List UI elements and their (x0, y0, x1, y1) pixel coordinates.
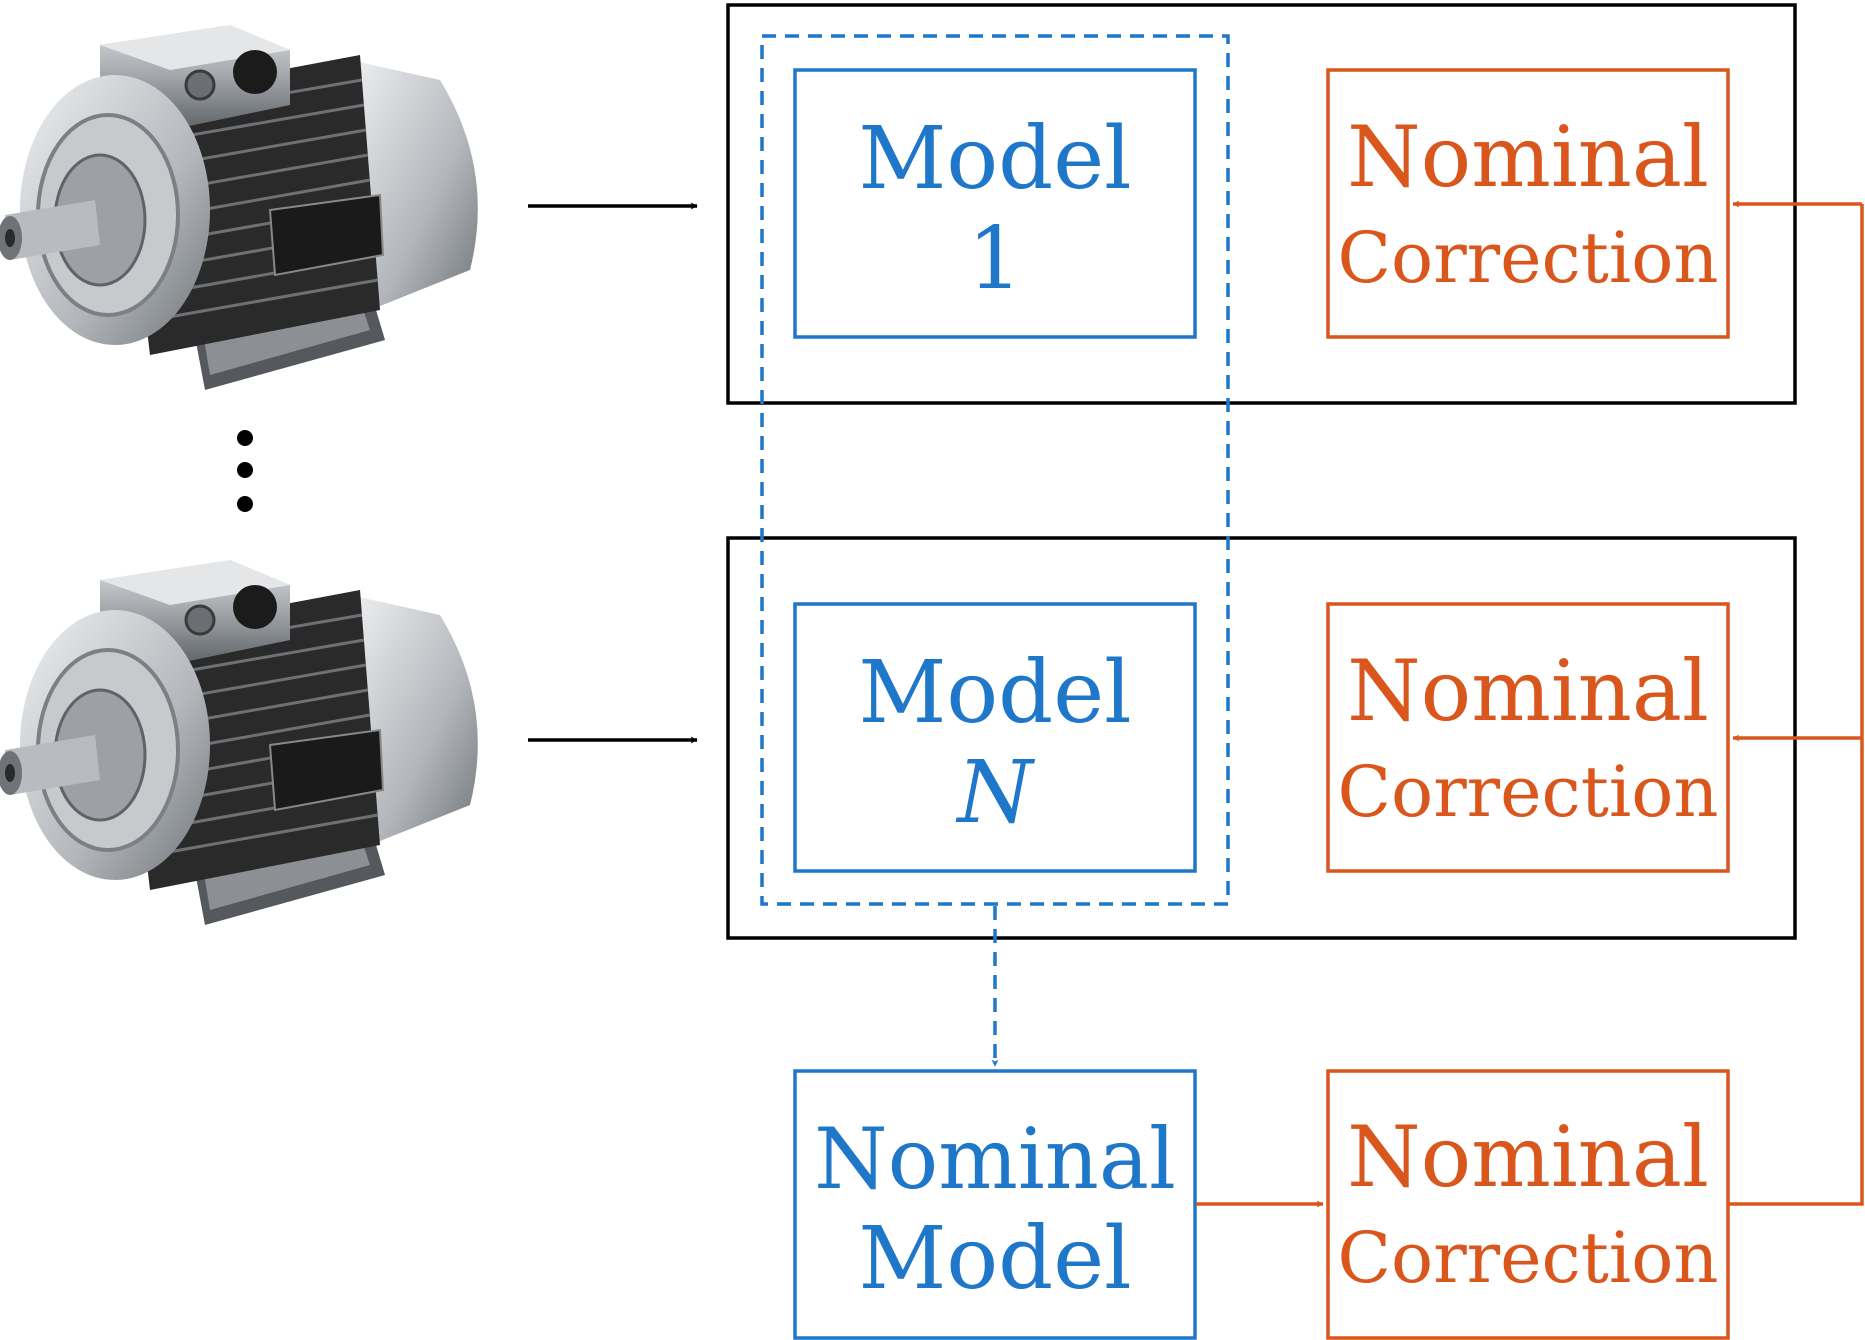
nominal-model-box (793, 1069, 1197, 1340)
model-N-box (793, 602, 1197, 873)
nominal-correction-line2: Correction (1337, 1217, 1718, 1299)
model-1-box (793, 68, 1197, 339)
motor-icon-bottom (0, 558, 480, 927)
vertical-ellipsis-icon (237, 430, 253, 512)
nominal-model-line2: Model (858, 1209, 1131, 1309)
correction-N-line2: Correction (1337, 751, 1718, 833)
feedback-line (1729, 204, 1864, 1206)
model-1-index: 1 (968, 209, 1023, 309)
model-N-index: N (955, 743, 1035, 843)
nominal-model-line1: Nominal (814, 1110, 1176, 1208)
model-1-label: Model (858, 109, 1131, 209)
model-N-label: Model (858, 643, 1131, 743)
correction-N-line1: Nominal (1347, 642, 1709, 740)
model-group-dashed (760, 34, 1230, 906)
correction-N-box (1326, 602, 1730, 873)
correction-1-line1: Nominal (1347, 108, 1709, 206)
nominal-correction-line1: Nominal (1347, 1108, 1709, 1206)
nominal-correction-box (1326, 1069, 1730, 1340)
correction-1-line2: Correction (1337, 217, 1718, 299)
correction-1-box (1326, 68, 1730, 339)
motor-icon-top (0, 23, 480, 392)
